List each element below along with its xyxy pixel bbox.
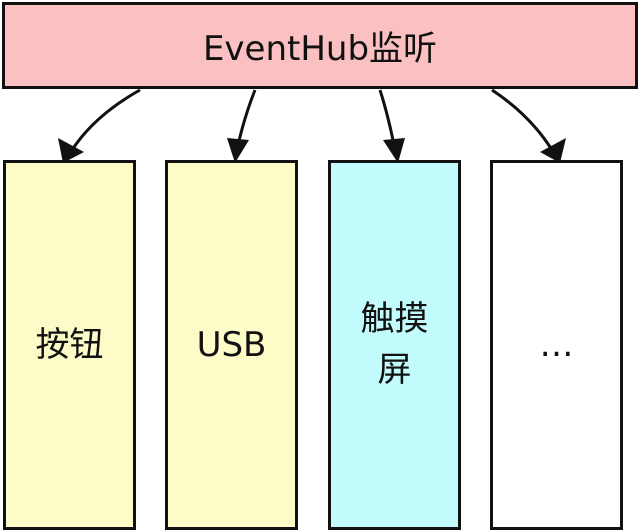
arrowhead-icon	[383, 138, 405, 163]
eventhub-label: EventHub监听	[202, 29, 438, 69]
arrows	[58, 88, 566, 163]
device-node-button: 按钮	[3, 160, 136, 530]
arrowhead-icon	[540, 138, 566, 163]
arrow-to-touchscreen	[378, 89, 396, 146]
arrowhead-icon	[58, 138, 84, 163]
arrow-to-button	[70, 88, 141, 151]
arrowhead-icon	[227, 138, 249, 163]
arrow-to-more	[491, 88, 554, 151]
device-label: …	[539, 324, 574, 365]
device-node-usb: USB	[165, 160, 298, 530]
device-node-touchscreen: 触摸屏	[328, 160, 461, 530]
eventhub-listener-node: EventHub监听	[2, 2, 638, 89]
device-label: 触摸屏	[360, 299, 429, 390]
device-label: 按钮	[35, 324, 104, 365]
arrow-to-usb	[236, 89, 257, 146]
device-label: USB	[196, 324, 267, 365]
device-node-more: …	[490, 160, 623, 530]
